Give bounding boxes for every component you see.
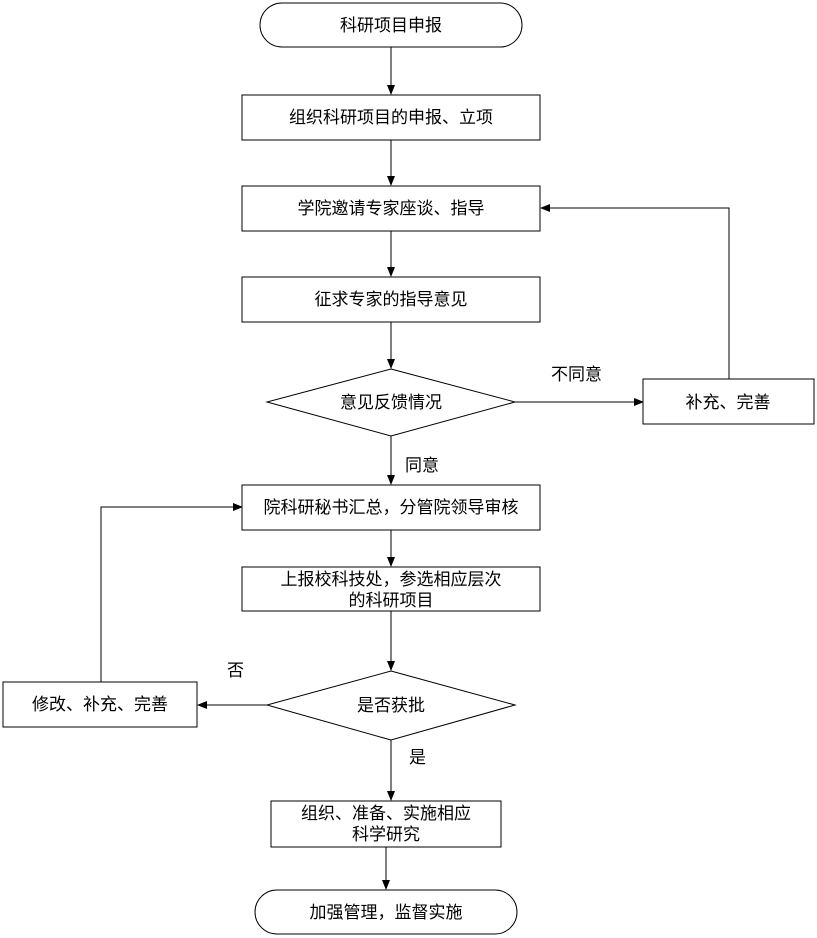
node-end-label: 加强管理，监督实施 — [310, 903, 463, 923]
node-summary-label: 院科研秘书汇总，分管院领导审核 — [264, 498, 519, 518]
node-feedback-label: 意见反馈情况 — [340, 393, 442, 413]
edge-revise-summary — [100, 503, 243, 682]
node-start-label: 科研项目申报 — [340, 16, 442, 36]
edge-supplement-invite — [540, 204, 730, 379]
node-end: 加强管理，监督实施 — [254, 889, 518, 935]
node-summary: 院科研秘书汇总，分管院领导审核 — [241, 484, 541, 531]
node-organize-label: 组织科研项目的申报、立项 — [289, 108, 493, 128]
node-approved-label: 是否获批 — [357, 696, 425, 716]
node-implement: 组织、准备、实施相应 科学研究 — [270, 800, 502, 848]
node-invite-label: 学院邀请专家座谈、指导 — [298, 199, 485, 219]
node-report-label-line2: 的科研项目 — [349, 591, 434, 611]
node-solicit-label: 征求专家的指导意见 — [315, 290, 468, 310]
edge-label-yes: 是 — [409, 748, 426, 768]
node-start: 科研项目申报 — [259, 2, 523, 48]
edges — [100, 47, 730, 890]
node-supplement: 补充、完善 — [642, 378, 815, 425]
node-implement-label-line2: 科学研究 — [352, 825, 420, 845]
node-implement-label-line1: 组织、准备、实施相应 — [301, 804, 471, 824]
node-invite: 学院邀请专家座谈、指导 — [241, 185, 541, 232]
node-approved-decision: 是否获批 — [265, 670, 517, 741]
node-feedback-decision: 意见反馈情况 — [265, 368, 517, 437]
edge-label-no: 否 — [227, 661, 244, 681]
node-report-label-line1: 上报校科技处，参选相应层次 — [281, 570, 502, 590]
node-supplement-label: 补充、完善 — [686, 393, 771, 413]
edge-label-disagree: 不同意 — [551, 365, 602, 385]
node-organize: 组织科研项目的申报、立项 — [241, 94, 541, 141]
node-revise: 修改、补充、完善 — [2, 681, 198, 728]
node-revise-label: 修改、补充、完善 — [32, 695, 168, 715]
edge-label-agree: 同意 — [405, 456, 439, 476]
node-solicit: 征求专家的指导意见 — [241, 276, 541, 323]
node-report: 上报校科技处，参选相应层次 的科研项目 — [241, 566, 541, 612]
